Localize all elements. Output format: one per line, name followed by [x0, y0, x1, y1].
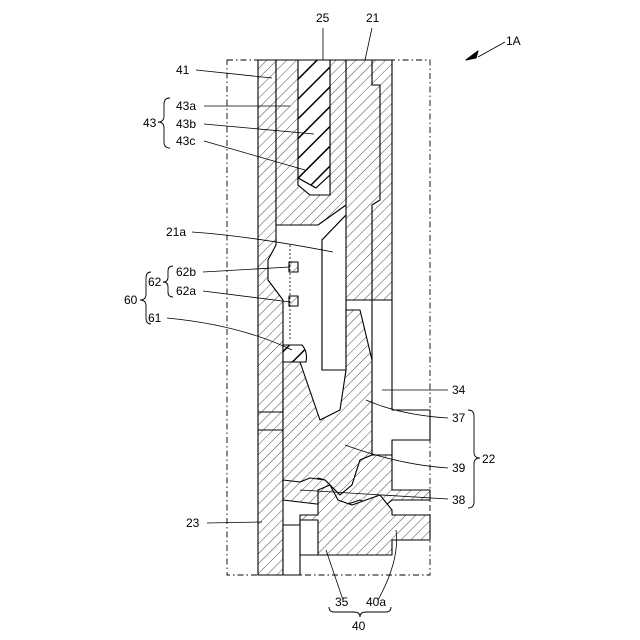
label-43a: 43a — [176, 99, 196, 113]
label-34: 34 — [452, 383, 466, 397]
arrow-1A — [466, 51, 478, 60]
label-25: 25 — [316, 11, 330, 25]
component-34 — [372, 300, 430, 455]
component-40-base — [283, 525, 300, 575]
label-43c: 43c — [176, 134, 195, 148]
label-40: 40 — [352, 619, 366, 633]
label-1A: 1A — [506, 34, 521, 48]
label-38: 38 — [452, 493, 466, 507]
label-40a: 40a — [366, 595, 386, 609]
label-37: 37 — [452, 411, 466, 425]
label-62: 62 — [148, 275, 162, 289]
brace-43 — [158, 98, 170, 148]
label-62b: 62b — [176, 265, 196, 279]
label-61: 61 — [148, 311, 162, 325]
brace-62 — [163, 266, 173, 297]
component-43b-gate — [298, 60, 330, 188]
label-22: 22 — [482, 452, 496, 466]
label-21: 21 — [366, 11, 380, 25]
label-23: 23 — [186, 516, 200, 530]
label-62a: 62a — [176, 284, 196, 298]
component-35 — [300, 520, 318, 555]
label-21a: 21a — [166, 225, 186, 239]
brace-22 — [468, 410, 480, 508]
leader-62b — [203, 267, 290, 272]
leader-23 — [207, 522, 262, 523]
label-39: 39 — [452, 461, 466, 475]
label-35: 35 — [335, 595, 349, 609]
label-41: 41 — [176, 63, 190, 77]
label-43: 43 — [143, 116, 157, 130]
label-60: 60 — [124, 293, 138, 307]
leader-21 — [365, 28, 372, 60]
component-21a — [322, 215, 346, 370]
label-43b: 43b — [176, 117, 196, 131]
leader-1A — [478, 42, 505, 57]
